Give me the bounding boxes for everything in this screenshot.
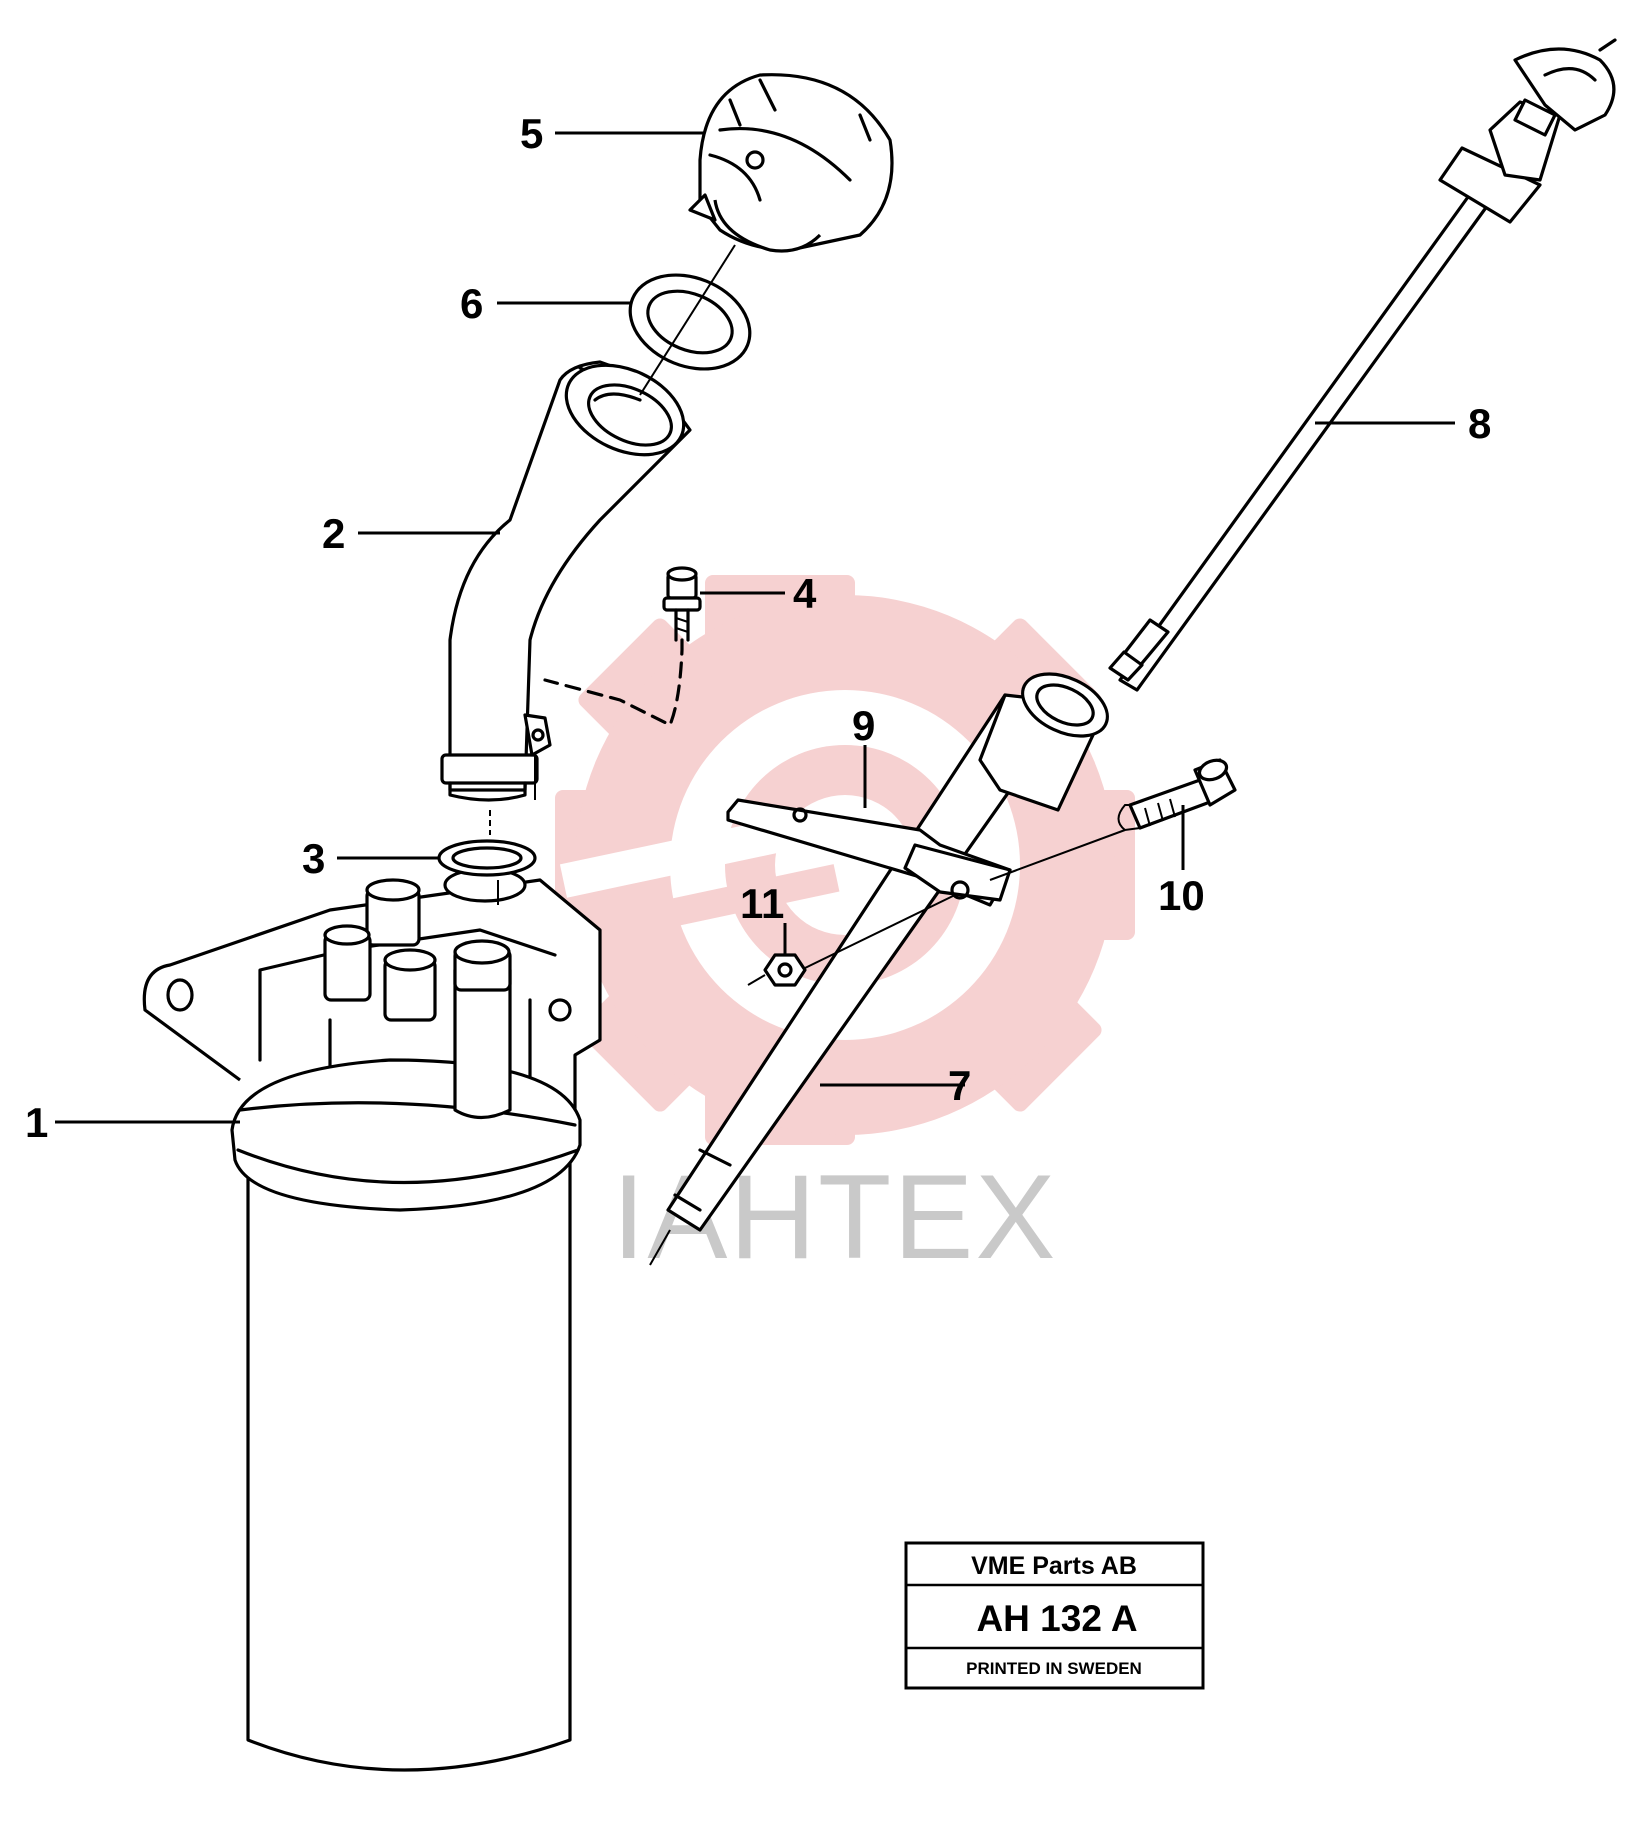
callout-5: 5	[520, 110, 543, 157]
callout-11: 11	[740, 880, 784, 927]
watermark: IAHTEX	[540, 575, 1135, 1284]
part-11-nut	[747, 894, 956, 987]
callout-8: 8	[1468, 400, 1491, 447]
title-block: VME Parts AB AH 132 A PRINTED IN SWEDEN	[904, 1541, 1205, 1690]
callout-2: 2	[322, 510, 345, 557]
callout-4: 4	[793, 570, 817, 617]
callout-leaders	[55, 131, 1455, 1124]
part-3-sealing-ring	[437, 810, 537, 877]
part-1-oil-filter	[142, 867, 602, 1772]
part-6-gasket	[628, 244, 752, 396]
callout-6: 6	[460, 280, 483, 327]
part-5-filler-cap	[688, 73, 894, 253]
callout-7: 7	[948, 1062, 971, 1109]
part-10-bolt	[989, 758, 1237, 881]
part-8-dipstick	[1108, 38, 1617, 692]
callout-9: 9	[852, 702, 875, 749]
part-4-screw	[543, 566, 702, 727]
title-block-printed: PRINTED IN SWEDEN	[966, 1659, 1142, 1678]
callout-numbers: 1 2 3 4 5 6 7 8 9 10 11	[25, 110, 1491, 1146]
part-7-guide-tube	[649, 672, 1109, 1266]
callout-1: 1	[25, 1099, 48, 1146]
title-block-company: VME Parts AB	[971, 1552, 1137, 1580]
part-9-bracket	[726, 798, 1012, 907]
watermark-gear-logo	[540, 575, 1135, 1145]
callout-3: 3	[302, 835, 325, 882]
title-block-code: AH 132 A	[976, 1598, 1137, 1639]
callout-10: 10	[1158, 872, 1205, 919]
part-2-filler-pipe	[440, 360, 692, 802]
